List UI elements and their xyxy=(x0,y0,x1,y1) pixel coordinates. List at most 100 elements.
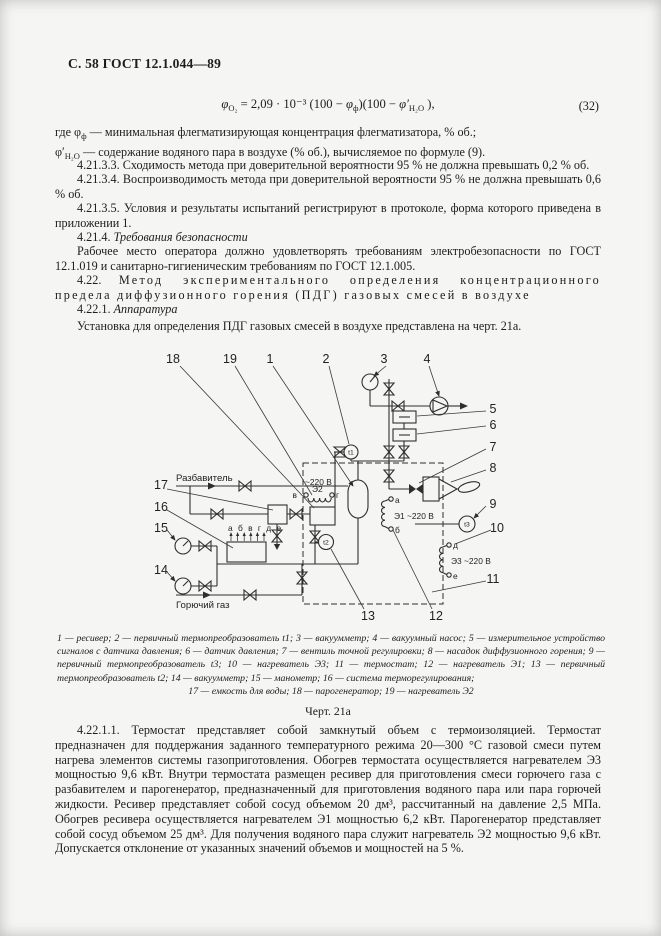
receiver-vessel-1 xyxy=(347,479,369,519)
heater-e1-12 xyxy=(380,496,394,532)
flame xyxy=(457,481,481,493)
heading-4-22-1-num: 4.22.1. xyxy=(77,302,114,317)
callout-6: 6 xyxy=(490,418,497,432)
formula-mid2: )(100 − xyxy=(358,97,400,111)
label-term-g: г xyxy=(336,490,339,500)
formula-phi3: φ′ xyxy=(399,97,409,111)
heater-e2-19 xyxy=(303,492,335,503)
vacuum-pump-4 xyxy=(429,396,449,416)
manometer-15 xyxy=(174,537,192,555)
callout-13: 13 xyxy=(361,609,375,623)
heading-4-21-4-num: 4.21.4. xyxy=(77,230,114,245)
label-220v: ~220 В xyxy=(305,477,332,487)
callout-10: 10 xyxy=(490,521,504,535)
diffusion-nozzle-8 xyxy=(422,476,481,502)
callout-3: 3 xyxy=(381,352,388,366)
heading-4-22: 4.22. Метод экспериментального определен… xyxy=(55,273,601,302)
callout-17: 17 xyxy=(154,478,168,492)
heater-e3-10 xyxy=(438,542,452,578)
heading-4-22-1-title: Аппаратура xyxy=(113,302,178,317)
valve-sensor-line xyxy=(397,445,411,459)
svg-text:t1: t1 xyxy=(348,450,354,457)
formula-number: (32) xyxy=(578,99,599,113)
heading-4-21-4: 4.21.4. Требования безопасности xyxy=(55,230,601,244)
formula-phi2: φ xyxy=(346,97,353,111)
formula-sub-f: ф xyxy=(352,103,359,113)
callout-2: 2 xyxy=(323,352,330,366)
where2-pre: φ′ xyxy=(55,145,65,159)
heading-4-21-4-title: Требования безопасности xyxy=(113,230,248,245)
callout-9: 9 xyxy=(490,497,497,511)
para-4-21-3-5: 4.21.3.5. Условия и результаты испытаний… xyxy=(55,201,601,230)
valve-water-line-1 xyxy=(210,507,224,521)
heading-4-22-num: 4.22. xyxy=(77,273,119,288)
label-terminals-row: а б в г д е xyxy=(228,523,283,533)
valve-fuel-line xyxy=(243,588,257,602)
where1-sub: ф xyxy=(81,131,87,141)
valve-vacuum-main xyxy=(382,445,396,459)
callout-16: 16 xyxy=(154,500,168,514)
para-setup: Установка для определения ПДГ газовых см… xyxy=(77,319,522,334)
valve-gauge14-line xyxy=(198,579,212,593)
caption-main: 1 — ресивер; 2 — первичный термопреобраз… xyxy=(57,633,605,684)
diagram-labels: Разбавитель Горючий газ ~220 В Э2 в г а … xyxy=(176,473,491,611)
valve-diluent xyxy=(238,479,252,493)
callout-11: 11 xyxy=(487,572,500,586)
callout-18: 18 xyxy=(166,352,180,366)
thermo-sensor-t1: t1 xyxy=(343,444,359,460)
formula-end: ), xyxy=(424,97,435,111)
where2-rest: — содержание водяного пара в воздухе (% … xyxy=(79,145,486,159)
label-term-e: е xyxy=(453,571,458,581)
callout-15: 15 xyxy=(154,521,168,535)
thermostat-boundary xyxy=(302,462,444,605)
valve-gauge15-line xyxy=(198,539,212,553)
callout-12: 12 xyxy=(429,609,443,623)
label-term-a: а xyxy=(395,495,400,505)
callout-1: 1 xyxy=(267,352,274,366)
svg-text:t3: t3 xyxy=(464,522,470,529)
where2-sub: H₂O xyxy=(64,151,80,161)
steam-generator-18 xyxy=(309,506,336,526)
valve-pump-suction xyxy=(391,399,405,413)
formula-32: φO₂ = 2,09 · 10⁻³ (100 − φф)(100 − φ′H₂O… xyxy=(55,96,601,113)
label-e1: Э1 ~220 В xyxy=(394,511,434,521)
where-line-1: где φф — минимальная флегматизирующая ко… xyxy=(55,124,601,144)
thermoregulation-system-16 xyxy=(226,532,267,563)
valve-vent xyxy=(382,382,396,396)
label-term-v: в xyxy=(293,490,298,500)
heading-4-22-title: Метод экспериментального определения кон… xyxy=(55,273,601,302)
valve-burner-line xyxy=(382,469,396,483)
label-term-b: б xyxy=(395,525,400,535)
formula-phi: φ xyxy=(221,97,229,111)
formula-mid: = 2,09 · 10⁻³ (100 − xyxy=(237,97,346,111)
vacuum-gauge-3 xyxy=(361,373,379,391)
callout-4: 4 xyxy=(424,352,431,366)
where1-rest: — минимальная флегматизирующая концентра… xyxy=(86,125,477,139)
callout-7: 7 xyxy=(490,440,497,454)
label-diluent: Разбавитель xyxy=(176,473,233,484)
label-fuel-gas: Горючий газ xyxy=(176,600,230,611)
para-4-22-1-1: 4.22.1.1. Термостат представляет собой з… xyxy=(55,723,601,856)
para-4-21-3-3: 4.21.3.3. Сходимость метода при доверите… xyxy=(77,158,590,172)
where-line-2: φ′H₂O — содержание водяного пара в возду… xyxy=(55,144,601,164)
figure-21a-schematic: t1 t2 t3 xyxy=(105,349,550,630)
para-safety: Рабочее место оператора должно удовлетво… xyxy=(55,244,601,273)
callout-numbers: 18 19 1 2 3 4 5 6 7 8 9 10 11 12 13 14 1… xyxy=(154,352,504,623)
water-tank-17 xyxy=(267,504,288,525)
label-e3: Э3 ~220 В xyxy=(451,556,491,566)
label-e2: Э2 xyxy=(312,484,323,494)
callout-14: 14 xyxy=(154,563,168,577)
needle-valve-7 xyxy=(409,484,423,494)
formula-sub-h2o: H₂O xyxy=(408,103,425,113)
callout-19: 19 xyxy=(223,352,237,366)
valves xyxy=(198,382,423,602)
valve-fuel-riser xyxy=(295,571,309,585)
caption-last-line: 17 — емкость для воды; 18 — парогенерато… xyxy=(188,685,474,697)
thermo-sensor-t3: t3 xyxy=(458,515,476,533)
page-header: С. 58 ГОСТ 12.1.044—89 xyxy=(68,56,222,71)
callout-leaders xyxy=(166,365,492,610)
para-4-21-3-4: 4.21.3.4. Воспроизводимость метода при д… xyxy=(55,172,601,201)
formula-sub-o2: O₂ xyxy=(228,103,238,113)
thermo-sensor-t2: t2 xyxy=(317,533,335,551)
